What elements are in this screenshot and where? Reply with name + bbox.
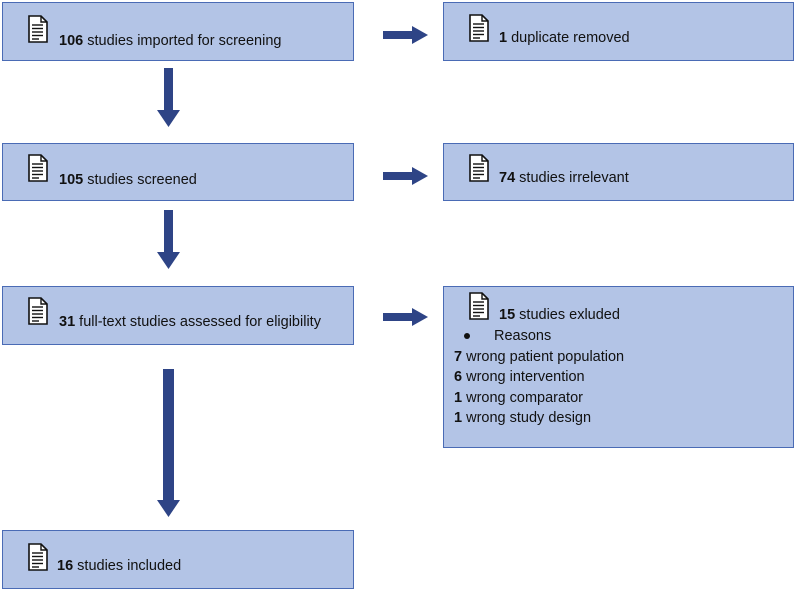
excluded-text: studies exluded	[515, 307, 620, 323]
document-icon	[468, 14, 490, 42]
document-icon	[27, 154, 49, 182]
reason-item: 6 wrong intervention	[454, 367, 624, 388]
box-included: 16 studies included	[2, 530, 354, 589]
reason-count: 1	[454, 410, 463, 426]
down-arrow-1	[157, 68, 180, 127]
box-assessed: 31 full-text studies assessed for eligib…	[2, 286, 354, 345]
right-arrow-3	[383, 308, 428, 326]
duplicates-count: 1	[499, 30, 508, 46]
reason-item: 1 wrong comparator	[454, 388, 624, 409]
document-icon	[27, 15, 49, 43]
reason-count: 7	[454, 348, 463, 365]
document-icon	[27, 297, 49, 325]
duplicates-label: 1 duplicate removed	[499, 29, 630, 47]
box-duplicates: 1 duplicate removed	[443, 2, 794, 61]
screened-text: studies screened	[83, 172, 197, 188]
bullet-icon	[464, 333, 470, 339]
reason-item: 7 wrong patient population	[454, 347, 624, 368]
irrelevant-text: studies irrelevant	[515, 170, 629, 186]
screened-label: 105 studies screened	[59, 171, 197, 189]
imported-text: studies imported for screening	[83, 33, 282, 49]
reason-count: 6	[454, 369, 463, 385]
reasons-heading: Reasons	[454, 326, 624, 347]
right-arrow-2	[383, 167, 428, 185]
document-icon	[468, 154, 490, 182]
box-imported: 106 studies imported for screening	[2, 2, 354, 61]
included-label: 16 studies included	[57, 557, 181, 575]
reasons-label: Reasons	[494, 328, 552, 344]
excluded-label: 15 studies exluded	[499, 306, 620, 324]
included-count: 16	[57, 558, 74, 574]
reasons-list: Reasons 7 wrong patient population 6 wro…	[454, 326, 624, 429]
box-excluded: 15 studies exluded Reasons 7 wrong patie…	[443, 286, 794, 448]
imported-count: 106	[59, 33, 84, 49]
duplicates-text: duplicate removed	[507, 30, 630, 46]
reason-text: wrong comparator	[462, 389, 583, 406]
assessed-count: 31	[59, 314, 76, 330]
box-irrelevant: 74 studies irrelevant	[443, 143, 794, 201]
right-arrow-1	[383, 26, 428, 44]
down-arrow-3	[157, 369, 180, 517]
down-arrow-2	[157, 210, 180, 269]
imported-label: 106 studies imported for screening	[59, 32, 281, 50]
irrelevant-label: 74 studies irrelevant	[499, 169, 629, 187]
reason-text: wrong intervention	[462, 369, 585, 385]
box-screened: 105 studies screened	[2, 143, 354, 201]
included-text: studies included	[73, 558, 182, 574]
irrelevant-count: 74	[499, 170, 516, 186]
screened-count: 105	[59, 172, 84, 188]
reason-item: 1 wrong study design	[454, 408, 624, 429]
assessed-label: 31 full-text studies assessed for eligib…	[59, 313, 321, 331]
reason-text: wrong patient population	[462, 348, 625, 365]
document-icon	[468, 292, 490, 320]
assessed-text: full-text studies assessed for eligibili…	[75, 314, 321, 330]
document-icon	[27, 543, 49, 571]
reason-text: wrong study design	[462, 410, 592, 426]
excluded-count: 15	[499, 307, 516, 323]
reason-count: 1	[454, 389, 463, 406]
